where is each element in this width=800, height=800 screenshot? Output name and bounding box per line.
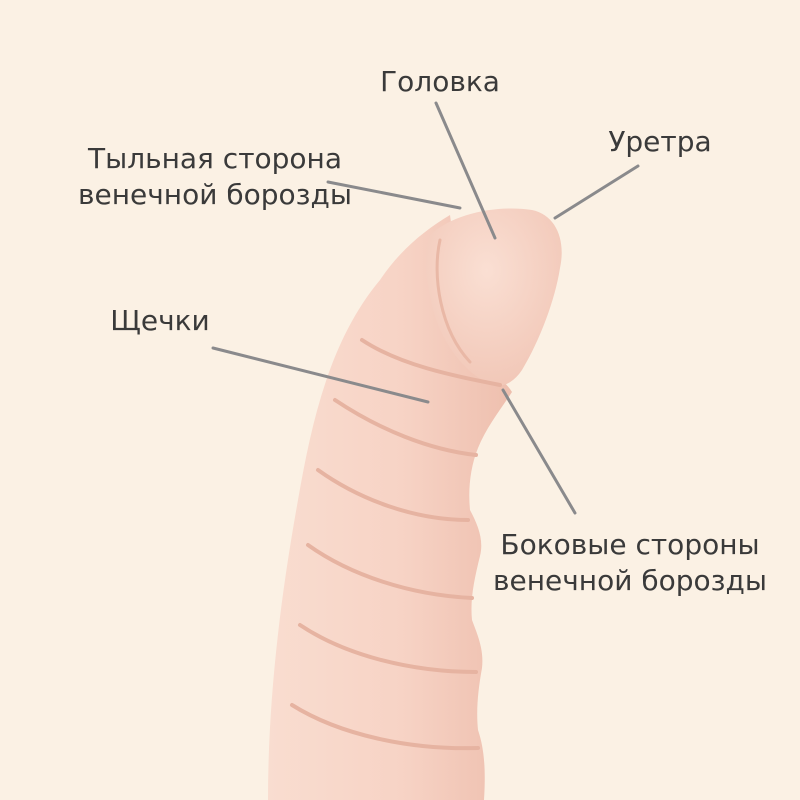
fold-1 bbox=[360, 338, 502, 387]
label-urethra-text: Уретра bbox=[608, 125, 712, 158]
label-dorsal-line1: Тыльная сторона bbox=[87, 142, 343, 175]
label-cheeks-text: Щечки bbox=[110, 304, 210, 337]
glans-shape bbox=[425, 208, 562, 386]
label-lateral-line1: Боковые стороны bbox=[500, 528, 760, 561]
fold-5 bbox=[298, 623, 478, 674]
label-lateral-coronal-sulcus: Боковые стороны венечной борозды bbox=[470, 527, 790, 599]
label-urethra: Уретра bbox=[560, 124, 760, 160]
label-dorsal-coronal-sulcus: Тыльная сторона венечной борозды bbox=[30, 141, 400, 213]
leader-lateral bbox=[501, 388, 577, 515]
label-glans: Головка bbox=[300, 64, 580, 100]
fold-2 bbox=[333, 398, 478, 457]
label-cheeks: Щечки bbox=[90, 303, 230, 339]
leader-glans bbox=[434, 101, 497, 240]
label-dorsal-line2: венечной борозды bbox=[78, 178, 352, 211]
skin-folds bbox=[290, 338, 502, 751]
label-lateral-line2: венечной борозды bbox=[493, 564, 767, 597]
leader-lines bbox=[211, 101, 640, 515]
glans-rim bbox=[435, 238, 472, 364]
leader-cheeks bbox=[211, 346, 430, 404]
label-glans-text: Головка bbox=[380, 65, 500, 98]
fold-3 bbox=[316, 468, 470, 522]
fold-4 bbox=[306, 543, 474, 600]
leader-urethra bbox=[553, 164, 640, 220]
leader-dorsal bbox=[326, 180, 462, 210]
fold-6 bbox=[290, 703, 480, 751]
